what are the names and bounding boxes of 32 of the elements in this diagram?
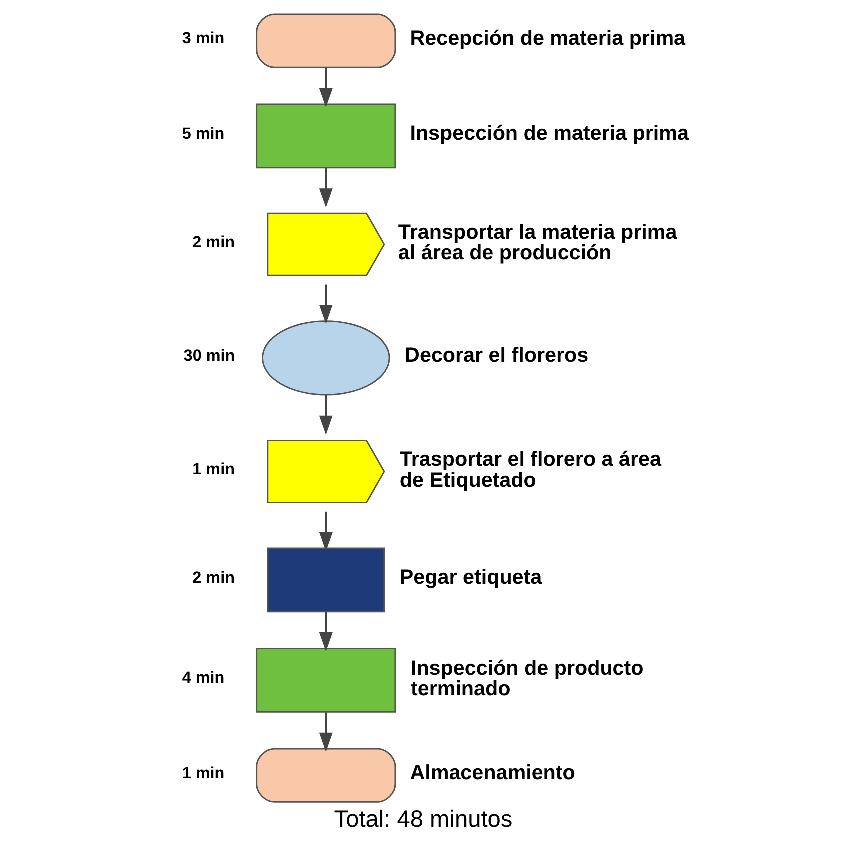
node-label: 4 min	[182, 669, 224, 688]
node-label: 3 min	[182, 30, 224, 48]
node-label: 30 min	[183, 346, 235, 365]
node-label: Almacenamiento	[410, 762, 575, 785]
node-label: 1 min	[192, 460, 235, 478]
node-label: Pegar etiqueta	[399, 566, 542, 590]
node-label: Recepción de materia prima	[410, 27, 686, 50]
node-storage	[266, 548, 385, 613]
arrow	[318, 512, 332, 552]
caption: Total: 48 minutos	[334, 806, 512, 833]
node-label: 2 min	[192, 233, 235, 252]
arrow	[318, 395, 332, 436]
node-label: Inspección de materia prima	[410, 122, 688, 146]
node-pentagon	[266, 212, 385, 276]
node-oval	[256, 748, 396, 803]
arrow	[318, 284, 332, 324]
node-label: 2 min	[192, 568, 235, 587]
node-box	[256, 104, 396, 169]
node-label: Trasportar el florero a área de Etiquetado	[399, 448, 661, 492]
node-label: Decorar el floreros	[404, 344, 588, 368]
arrow	[318, 712, 332, 752]
node-label: 5 min	[182, 124, 224, 143]
node-label: Inspección de producto terminado	[410, 656, 644, 701]
arrow	[318, 612, 332, 652]
arrow	[318, 168, 332, 208]
node-pentagon	[266, 440, 385, 504]
node-box	[256, 648, 396, 713]
node-oval	[256, 14, 396, 68]
node-label: Transportar la materia prima al área de producción	[398, 220, 677, 265]
node-label: 1 min	[182, 764, 224, 782]
arrow	[318, 68, 332, 108]
node-circle	[261, 320, 390, 396]
